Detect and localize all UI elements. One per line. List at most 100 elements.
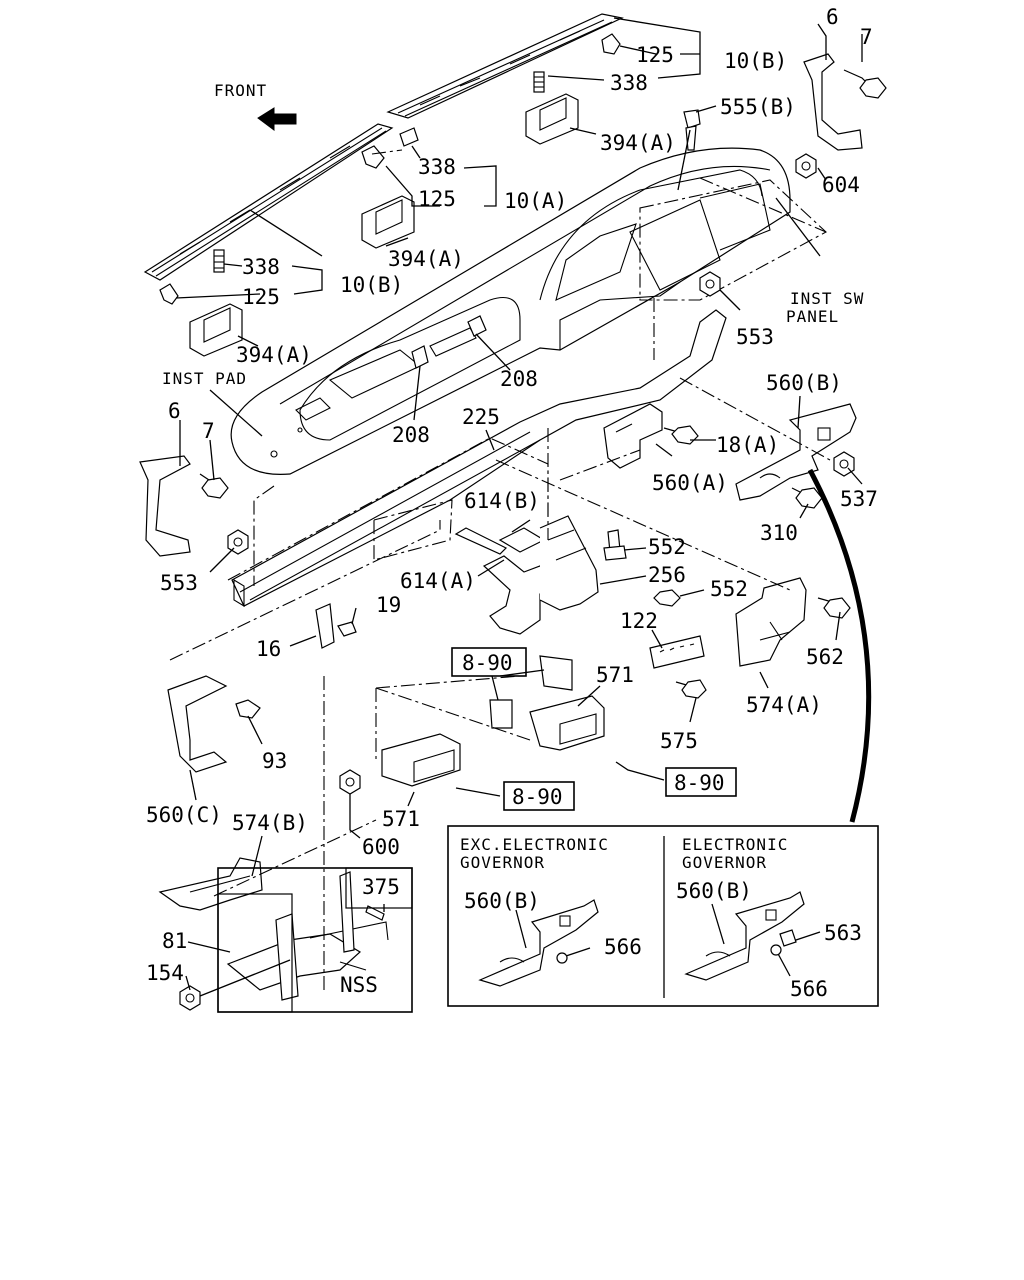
callout-575: 575 [660,729,698,753]
callout-81: 81 [162,929,187,953]
bolt-18a [663,425,699,445]
governor-inset: EXC.ELECTRONIC GOVERNOR ELECTRONIC GOVER… [447,825,879,1007]
callout-125-left: 125 [242,285,280,309]
bracket-560c [167,675,228,773]
callout-6-top: 6 [826,5,839,29]
callout-10a: 10(A) [504,189,567,213]
callout-125-top: 125 [636,43,674,67]
pin-375 [365,905,385,921]
defroster-grille-left [143,123,394,281]
inst-sw-panel [639,179,827,301]
screw-338-mid [399,127,419,147]
callout-574a: 574(A) [746,693,822,717]
clip-208-a [411,345,429,369]
clip-125-mid [361,145,385,169]
bracket-6-left [139,455,191,557]
callout-571-b: 571 [382,807,420,831]
callout-537: 537 [840,487,878,511]
callout-566-right: 566 [790,977,828,1001]
callout-560b-inset-right: 560(B) [676,879,752,903]
callout-600: 600 [362,835,400,859]
callout-10b-top: 10(B) [724,49,787,73]
callout-6-left: 6 [168,399,181,423]
callout-604: 604 [822,173,860,197]
callout-19: 19 [376,593,401,617]
center-stay-256 [482,515,599,635]
nut-553-right [699,271,721,297]
inset-right-title-2: GOVERNOR [682,853,767,872]
front-label: FRONT [214,81,267,100]
bracket-6-top [803,53,863,151]
callout-338-mid: 338 [418,155,456,179]
inst-pad-label: INST PAD [162,369,247,388]
bolt-555b [683,109,701,151]
callout-560b-inset-left: 560(B) [464,889,540,913]
callout-394a-mid: 394(A) [388,247,464,271]
nut-600 [339,769,361,795]
bolt-93 [235,699,261,719]
cross-beam-225 [231,309,727,607]
inst-sw-label-line2: PANEL [786,307,839,326]
callout-553-right: 553 [736,325,774,349]
callout-93: 93 [262,749,287,773]
radio-bracket-571-a [489,655,605,751]
callout-8-90-c: 8-90 [512,785,563,809]
ref-box-8-90-a [451,647,527,677]
inset-right-title-1: ELECTRONIC [682,835,788,854]
inst-sw-label-line1: INST SW [790,289,864,308]
callout-394a-top: 394(A) [600,131,676,155]
bolt-552-b [653,589,681,607]
retainer-394a-top [525,93,579,145]
reference-curve [807,468,872,823]
callout-614b: 614(B) [464,489,540,513]
callout-375: 375 [362,875,400,899]
callout-7-left: 7 [202,419,215,443]
callout-571-a: 571 [596,663,634,687]
callout-574b: 574(B) [232,811,308,835]
nut-553-left [227,529,249,555]
callout-563: 563 [824,921,862,945]
bracket-614a [454,527,508,555]
callout-552-b: 552 [710,577,748,601]
bracket-560b [735,403,857,501]
callout-labels: 125 10(B) 338 394(A) 555(B) 6 7 604 338 … [146,5,878,1001]
plate-16 [315,603,335,649]
callout-560c: 560(C) [146,803,222,827]
callout-7-top: 7 [860,25,873,49]
front-arrow: FRONT [214,81,297,131]
callout-208-a: 208 [392,423,430,447]
bolt-552-a [603,529,627,561]
clip-125-left [159,283,179,305]
callout-225: 225 [462,405,500,429]
clip-208-b [467,315,487,337]
bolt-7-left [199,473,229,499]
callout-555b: 555(B) [720,95,796,119]
ref-box-8-90-b [665,767,737,797]
callout-10b-left: 10(B) [340,273,403,297]
nut-154 [179,985,201,1011]
screw-338-left [213,249,225,273]
bolt-575 [675,679,707,699]
assembly-lines [169,149,831,990]
callout-552-a: 552 [648,535,686,559]
ref-box-8-90-c [503,781,575,811]
bracket-574b [158,857,263,911]
callout-16: 16 [256,637,281,661]
retainer-394a-mid [361,195,415,249]
radio-bracket-571-b [381,733,461,787]
callout-338-left: 338 [242,255,280,279]
nss-label: NSS [340,973,378,997]
defroster-grille-top [386,13,624,119]
callout-122: 122 [620,609,658,633]
leader-lines [175,17,863,997]
bolt-19 [337,621,357,637]
nut-604 [795,153,817,179]
bracket-560a [603,403,663,469]
screw-338-top [533,71,545,93]
callout-562: 562 [806,645,844,669]
callout-8-90-a: 8-90 [462,651,513,675]
callout-310: 310 [760,521,798,545]
callout-560a: 560(A) [652,471,728,495]
bolt-7-top [843,69,887,99]
